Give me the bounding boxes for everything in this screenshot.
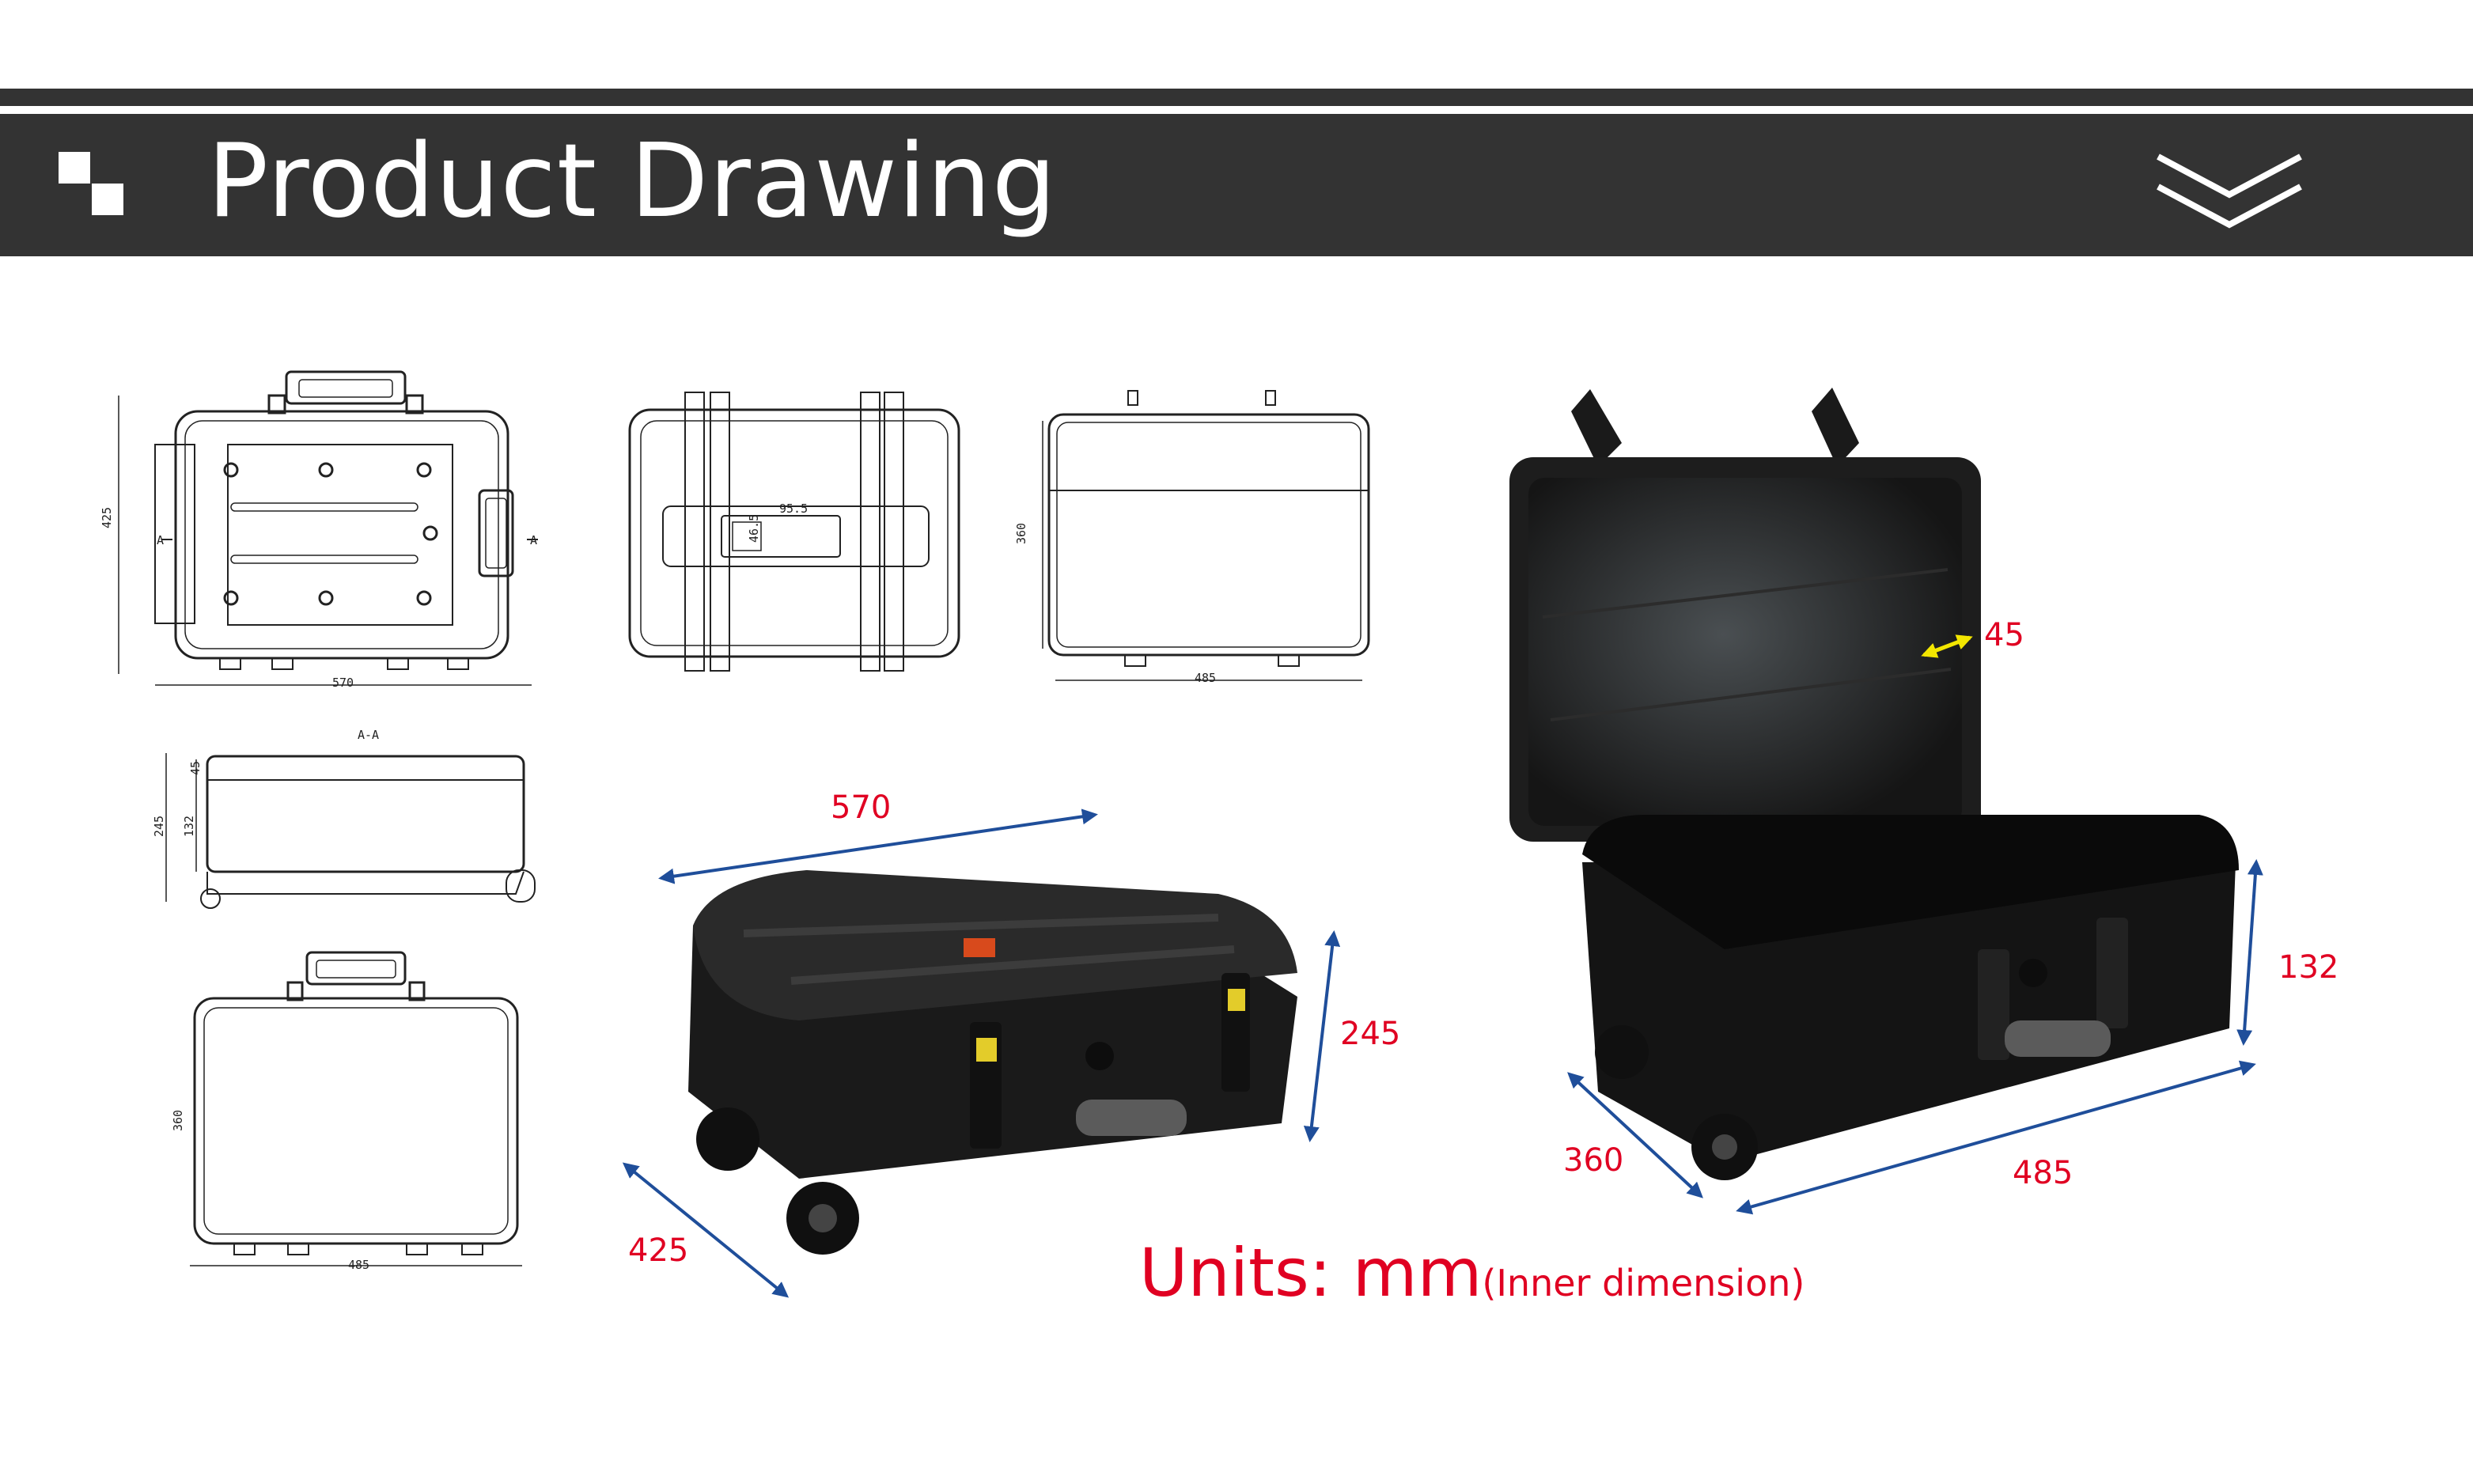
open-depth-arrow [1567,1072,1703,1198]
open-height-arrow [2236,859,2263,1046]
side-view-height-label: 360 [1014,523,1028,544]
open-height-label: 132 [2278,949,2339,986]
bottom-view-height-label: 360 [171,1110,185,1131]
closed-length-arrow [658,808,1098,884]
side-view-drawing [1042,390,1370,681]
section-view-drawing [165,753,536,909]
section-label: A-A [358,728,379,742]
lid-depth-arrow [1921,634,1973,658]
section-lid-height-label: 45 [188,761,203,775]
bottom-view-width-label: 485 [348,1258,369,1272]
side-view-width-label: 485 [1195,671,1216,685]
closed-height-arrow [1303,930,1341,1142]
top-view-width-label: 570 [332,676,354,690]
open-length-label: 485 [2013,1155,2073,1191]
section-base-height-label: 132 [182,816,196,837]
closed-length-label: 570 [831,789,891,826]
units-note: Units: mm(Inner dimension) [1139,1234,1805,1321]
section-marker-left: A [157,533,164,547]
double-chevron-down-icon[interactable] [2150,147,2308,234]
units-main: Units: mm [1139,1234,1483,1312]
top-view-height-label: 425 [100,507,114,528]
open-case-illustration [1509,388,2239,1180]
top-rule [0,89,2473,106]
section-total-height-label: 245 [152,816,166,837]
closed-height-label: 245 [1340,1016,1400,1052]
front-view-drawing [628,392,960,672]
page-title: Product Drawing [207,123,1057,240]
bottom-view-drawing [190,951,522,1266]
open-depth-label: 360 [1563,1142,1623,1179]
section-marker-right: A [530,533,537,547]
top-view-drawing [118,370,538,686]
front-view-width-label: 95.5 [779,502,808,516]
front-view-height-label: 46.5 [747,514,761,543]
closed-depth-label: 425 [628,1232,688,1269]
lid-depth-label: 45 [1984,617,2024,653]
open-length-arrow [1736,1060,2256,1215]
units-inner-note: (Inner dimension) [1482,1262,1805,1304]
closed-depth-arrow [622,1162,790,1298]
closed-case-illustration [688,870,1297,1255]
section-header-bar [0,114,2473,256]
